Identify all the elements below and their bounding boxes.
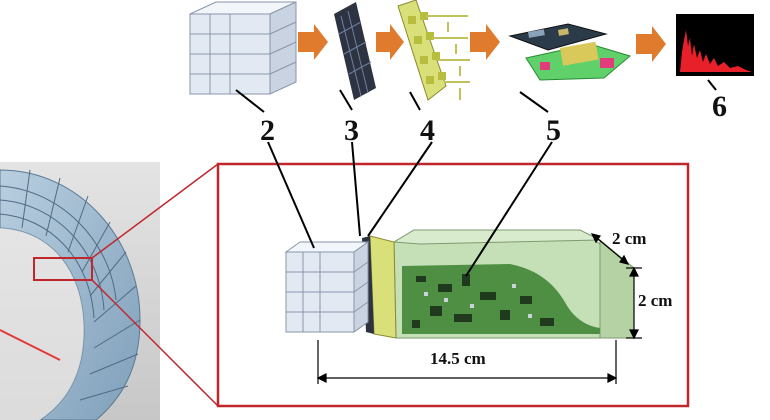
label-5: 5 xyxy=(546,114,561,147)
detector-module xyxy=(284,229,635,339)
dimension-lines xyxy=(316,233,642,384)
crystal-array-icon xyxy=(189,1,297,95)
zoom-connector xyxy=(91,163,219,259)
dimension-depth: 2 cm xyxy=(612,229,646,248)
arrow-right-icon xyxy=(636,26,666,62)
readout-electronics-icon xyxy=(508,23,632,81)
arrow-right-icon xyxy=(298,24,328,60)
arrow-right-icon xyxy=(470,24,500,60)
energy-spectrum-icon xyxy=(676,14,754,76)
arrow-right-icon xyxy=(376,24,404,60)
label-6: 6 xyxy=(712,90,727,123)
zoom-highlight-box xyxy=(33,257,93,281)
label-3: 3 xyxy=(344,114,359,147)
sipm-array-icon xyxy=(334,2,376,100)
label-4: 4 xyxy=(420,114,435,147)
dimension-length: 14.5 cm xyxy=(430,349,486,368)
zoom-connector xyxy=(91,279,219,407)
dimension-height: 2 cm xyxy=(638,291,672,310)
label-2: 2 xyxy=(260,114,275,147)
detector-ring-image xyxy=(0,162,160,420)
frontend-board-icon xyxy=(397,0,470,101)
leader-lines xyxy=(235,79,717,277)
